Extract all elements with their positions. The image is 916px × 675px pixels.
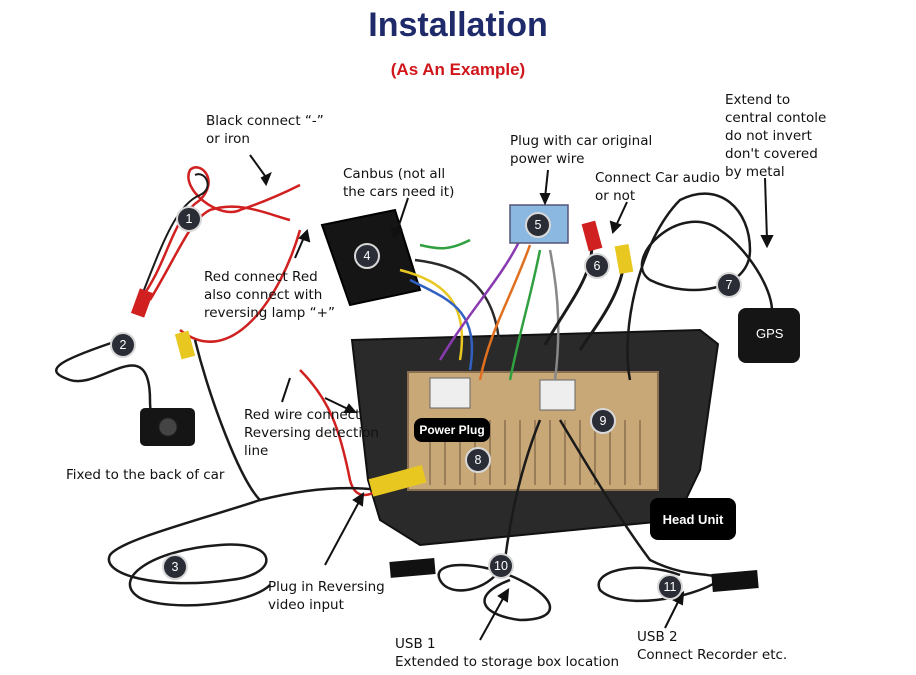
badge-2: 2 [110,332,136,358]
label-plug-original: Plug with car original power wire [510,133,653,167]
rca-audio-connectors [543,220,634,351]
red-wires [138,166,391,497]
usb2-connector [711,570,759,592]
badge-8: 8 [465,447,491,473]
badge-4: 4 [354,243,380,269]
page-title: Installation [368,6,548,44]
label-fixed-back: Fixed to the back of car [66,467,225,483]
extension-cable [107,339,381,607]
label-canbus: Canbus (not all the cars need it) [343,166,455,200]
label-connect-audio: Connect Car audio or not [595,170,721,204]
badge-1: 1 [176,206,202,232]
label-red-connect: Red connect Red also connect with revers… [204,269,335,321]
gps-antenna [738,308,800,363]
usb1-connector [389,558,436,578]
red-rca-connector [130,288,154,318]
badge-3: 3 [162,554,188,580]
label-extend-gps: Extend to central contole do not invert … [725,92,827,180]
page-subtitle: (As An Example) [390,60,526,79]
black-ground-wire [139,173,209,301]
badge-7: 7 [716,272,742,298]
gps-label: GPS [756,326,784,341]
badge-10: 10 [488,553,514,579]
badge-6: 6 [584,253,610,279]
badge-5: 5 [525,212,551,238]
arrows [249,154,774,641]
harness-wires [399,238,560,381]
yellow-rca-connector [174,330,196,360]
power-plug-tag: Power Plug [414,418,490,442]
badge-11: 11 [657,574,683,600]
badge-9: 9 [590,408,616,434]
label-usb2: USB 2 Connect Recorder etc. [637,629,788,663]
label-red-wire: Red wire connect Reversing detection lin… [244,407,379,459]
label-plug-reversing: Plug in Reversing video input [268,579,385,613]
head-unit-tag: Head Unit [650,498,736,540]
label-usb1: USB 1 Extended to storage box location [395,636,620,670]
rear-camera [140,408,195,446]
connector-block [429,377,471,409]
yellow-video-plug [368,465,427,497]
label-black-connect: Black connect “-” or iron [206,113,324,147]
usb1-cable [437,419,552,622]
connector-block [539,379,576,411]
